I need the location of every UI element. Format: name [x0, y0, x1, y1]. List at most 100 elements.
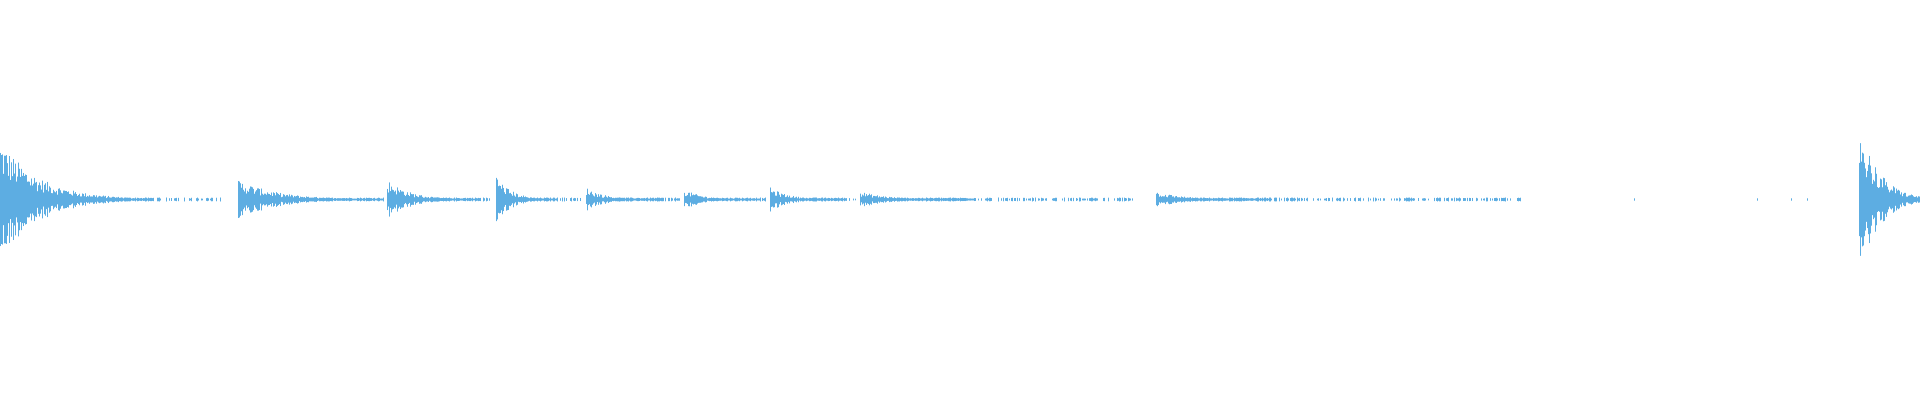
waveform-sample-bar	[809, 197, 810, 202]
waveform-sample-bar	[1476, 197, 1477, 202]
waveform-sample-bar	[574, 197, 575, 202]
waveform-sample-bar	[1440, 197, 1441, 202]
waveform-sample-bar	[776, 195, 777, 204]
waveform-sample-bar	[313, 197, 314, 202]
waveform-sample-bar	[418, 197, 419, 202]
waveform-sample-bar	[541, 198, 542, 201]
waveform-sample-bar	[1908, 195, 1909, 204]
waveform-sample-bar	[321, 197, 322, 202]
waveform-sample-bar	[1228, 198, 1229, 201]
waveform-sample-bar	[1087, 198, 1088, 201]
waveform-sample-bar	[785, 197, 786, 202]
waveform-sample-bar	[564, 197, 565, 202]
waveform-sample-bar	[309, 197, 310, 202]
waveform-sample-bar	[887, 198, 888, 201]
waveform-sample-bar	[672, 198, 673, 201]
waveform-sample-bar	[251, 186, 252, 213]
waveform-sample-bar	[1307, 197, 1308, 202]
waveform-sample-bar	[381, 198, 382, 201]
waveform-sample-bar	[112, 196, 113, 203]
waveform-sample-bar	[447, 198, 448, 201]
waveform-sample-bar	[537, 197, 538, 202]
waveform-sample-bar	[1412, 198, 1413, 201]
waveform-sample-bar	[1490, 198, 1491, 201]
waveform-sample-bar	[1126, 198, 1127, 201]
waveform-sample-bar	[1354, 198, 1355, 201]
waveform-sample-bar	[838, 197, 839, 202]
waveform-sample-bar	[1266, 198, 1267, 201]
waveform-sample-bar	[277, 193, 278, 206]
waveform-sample-bar	[9, 156, 10, 243]
waveform-sample-bar	[546, 197, 547, 202]
waveform-sample-bar	[596, 194, 597, 205]
waveform-sample-bar	[465, 197, 466, 202]
waveform-sample-bar	[1862, 152, 1863, 247]
waveform-sample-bar	[1863, 153, 1864, 246]
waveform-sample-bar	[950, 197, 951, 202]
waveform-sample-bar	[1083, 198, 1084, 201]
waveform-sample-bar	[949, 197, 950, 202]
waveform-sample-bar	[679, 198, 680, 201]
waveform-sample-bar	[467, 197, 468, 202]
waveform-sample-bar	[413, 194, 414, 205]
waveform-sample-bar	[1229, 197, 1230, 202]
waveform-sample-bar	[304, 197, 305, 202]
waveform-sample-bar	[174, 198, 175, 201]
waveform-sample-bar	[793, 195, 794, 204]
waveform-sample-bar	[32, 185, 33, 214]
waveform-sample-bar	[1186, 197, 1187, 202]
waveform-sample-bar	[1178, 197, 1179, 202]
waveform-sample-bar	[1337, 197, 1338, 202]
waveform-sample-bar	[721, 198, 722, 201]
waveform-sample-bar	[970, 198, 971, 201]
waveform-sample-bar	[375, 198, 376, 201]
waveform-sample-bar	[627, 197, 628, 202]
waveform-sample-bar	[399, 192, 400, 207]
waveform-sample-bar	[1073, 197, 1074, 202]
waveform-sample-bar	[1221, 197, 1222, 202]
waveform-sample-bar	[604, 196, 605, 203]
waveform-sample-bar	[403, 191, 404, 208]
waveform-sample-bar	[1211, 198, 1212, 201]
waveform-sample-bar	[1871, 173, 1872, 226]
waveform-sample-bar	[941, 197, 942, 202]
waveform-sample-bar	[220, 197, 221, 202]
waveform-sample-bar	[1343, 197, 1344, 202]
waveform-sample-bar	[533, 197, 534, 202]
waveform-sample-bar	[152, 198, 153, 201]
waveform-sample-bar	[276, 192, 277, 207]
waveform-sample-bar	[265, 193, 266, 206]
waveform-sample-bar	[59, 188, 60, 211]
waveform-sample-bar	[76, 194, 77, 205]
waveform-sample-bar	[869, 193, 870, 206]
waveform-sample-bar	[334, 198, 335, 201]
waveform-sample-bar	[338, 198, 339, 201]
waveform-sample-bar	[392, 189, 393, 210]
waveform-sample-bar	[741, 198, 742, 201]
waveform-sample-bar	[346, 197, 347, 202]
waveform-sample-bar	[422, 196, 423, 203]
waveform-sample-bar	[1094, 198, 1095, 201]
waveform-sample-bar	[896, 198, 897, 201]
waveform-sample-bar	[908, 198, 909, 201]
waveform-sample-bar	[1916, 196, 1917, 203]
waveform-sample-bar	[92, 196, 93, 203]
waveform-sample-bar	[367, 198, 368, 201]
waveform-sample-bar	[1297, 197, 1298, 202]
waveform-sample-bar	[753, 198, 754, 201]
waveform-sample-bar	[902, 197, 903, 202]
waveform-sample-bar	[406, 194, 407, 205]
waveform-sample-bar	[362, 198, 363, 201]
waveform-sample-bar	[547, 197, 548, 202]
waveform-sample-bar	[1889, 192, 1890, 207]
waveform-sample-bar	[816, 197, 817, 202]
waveform-sample-bar	[738, 198, 739, 201]
waveform-sample-bar	[827, 198, 828, 201]
waveform-sample-bar	[539, 198, 540, 201]
waveform-sample-bar	[641, 198, 642, 201]
waveform-sample-bar	[355, 198, 356, 201]
waveform-sample-bar	[1338, 198, 1339, 201]
waveform-sample-bar	[636, 198, 637, 201]
waveform-sample-bar	[103, 195, 104, 204]
waveform-sample-bar	[1038, 198, 1039, 201]
